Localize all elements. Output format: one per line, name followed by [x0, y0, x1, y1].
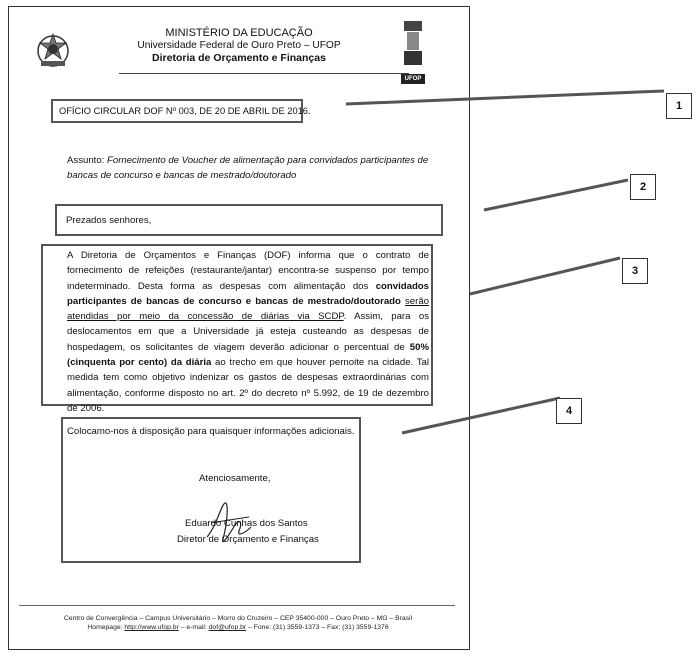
assunto-line1: Fornecimento de Voucher de alimentação p… — [107, 155, 429, 166]
assunto-line2: bancas de concurso e bancas de mestrado/… — [67, 170, 297, 182]
assunto-label: Assunto: — [67, 155, 107, 166]
body-text-1: A Diretoria de Orçamentos e Finanças (DO… — [67, 250, 429, 292]
assunto-block: Assunto: Fornecimento de Voucher de alim… — [67, 153, 437, 184]
signatory-title: Diretor de Orçamento e Finanças — [177, 534, 319, 545]
callout-4: 4 — [556, 398, 582, 424]
callout-3: 3 — [622, 258, 648, 284]
body-bold-2: 50% (cinquenta por cento) da diária — [67, 341, 429, 369]
callout-1: 1 — [666, 93, 692, 119]
signatory-name: Eduardo Cunhas dos Santos — [185, 518, 308, 529]
header-rule — [119, 73, 409, 74]
footer-contact: Homepage: http://www.ufop.br – e-mail: d… — [15, 623, 461, 632]
body-text-2: . Assim, para os deslocamentos em que a … — [67, 311, 429, 353]
body-paragraph: A Diretoria de Orçamentos e Finanças (DO… — [67, 248, 429, 416]
oficio-title: OFÍCIO CIRCULAR DOF Nº 003, DE 20 DE ABR… — [59, 106, 311, 116]
footer: Centro de Convergência – Campus Universi… — [15, 614, 461, 632]
ufop-logo: UFOP — [401, 19, 425, 84]
footer-rule — [19, 605, 455, 606]
callout-line-1 — [345, 89, 665, 106]
callout-2: 2 — [630, 174, 656, 200]
homepage-label: Homepage: — [87, 624, 125, 631]
oficio-box — [51, 99, 303, 123]
callout-line-3 — [469, 256, 621, 296]
footer-address: Centro de Convergência – Campus Universi… — [63, 615, 413, 622]
ministry-heading: MINISTÉRIO DA EDUCAÇÃO — [165, 27, 313, 39]
salutation-box — [55, 204, 443, 236]
salutation: Prezados senhores, — [66, 215, 152, 226]
ufop-emblem-icon — [404, 21, 422, 65]
callout-line-2 — [483, 178, 629, 212]
body-box — [41, 244, 433, 406]
closing-box — [61, 417, 361, 563]
phone-text: – Fone: (31) 3559-1373 – Fax: (31) 3559-… — [246, 624, 389, 631]
directorate-heading: Diretoria de Orçamento e Finanças — [152, 52, 326, 64]
body-bold-1: convidados participantes de bancas de co… — [67, 280, 429, 307]
email-label: – e-mail: — [178, 624, 209, 631]
email-link[interactable]: dof@ufop.br — [208, 624, 247, 631]
ufop-logo-text: UFOP — [401, 74, 425, 84]
homepage-link[interactable]: http://www.ufop.br — [124, 624, 179, 631]
closing-available: Colocamo-nos à disposição para quaisquer… — [67, 426, 355, 437]
body-underline: serão atendidas por meio da concessão de… — [67, 295, 429, 323]
callout-line-4 — [401, 396, 561, 435]
coat-of-arms-icon — [37, 32, 69, 67]
university-heading: Universidade Federal de Ouro Preto – UFO… — [137, 40, 341, 51]
signature-icon — [206, 502, 252, 543]
document-page: MINISTÉRIO DA EDUCAÇÃO Universidade Fede… — [8, 6, 470, 650]
body-text-3: ao trecho em que houver pernoite na cida… — [67, 357, 429, 414]
closing-regards: Atenciosamente, — [199, 473, 271, 484]
